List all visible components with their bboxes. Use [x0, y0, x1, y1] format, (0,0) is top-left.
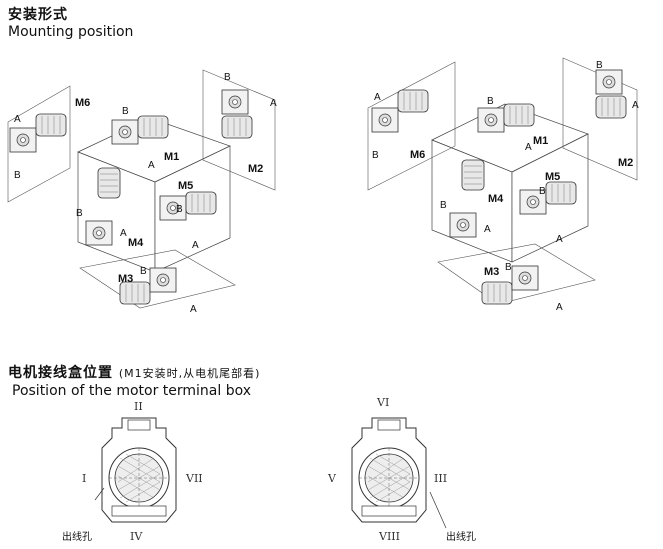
right-label-m2: M2 [618, 157, 633, 169]
terminal-right-top: VI [376, 396, 389, 409]
left-axis-b-m4: B [76, 208, 83, 219]
terminal-left-top: II [134, 400, 143, 413]
right-mounting-diagram: M6 M1 M2 M5 M4 M3 A B B A B A B A B A B … [367, 57, 639, 313]
left-label-m6: M6 [75, 97, 90, 109]
left-axis-a-m4: A [120, 228, 127, 239]
right-axis-b-m6: B [372, 150, 379, 161]
mounting-title-cn: 安装形式 [8, 7, 68, 23]
right-axis-a-m3: A [556, 302, 563, 313]
terminal-right-bottom: VIII [378, 530, 400, 543]
left-axis-b-m2: B [224, 72, 231, 83]
left-axis-a-m3: A [190, 304, 197, 315]
terminal-left-bottom: IV [130, 530, 143, 543]
terminal-right-right: III [434, 472, 447, 485]
left-label-m3: M3 [118, 273, 133, 285]
mounting-title-en: Mounting position [8, 24, 134, 40]
left-label-m4: M4 [128, 237, 144, 249]
right-axis-b-m1: B [487, 96, 494, 107]
right-label-m5: M5 [545, 171, 560, 183]
left-axis-a-m2: A [270, 98, 277, 109]
left-label-m1: M1 [164, 151, 179, 163]
right-axis-b-m5: B [539, 186, 546, 197]
left-axis-a-m5: A [192, 240, 199, 251]
terminal-left-hole-label: 出线孔 [62, 530, 92, 543]
left-axis-a-m1: A [148, 160, 155, 171]
terminal-title-en: Position of the motor terminal box [12, 383, 252, 399]
terminal-title-cn-main: 电机接线盒位置 [8, 365, 113, 381]
left-axis-b-m1: B [122, 106, 129, 117]
terminal-right-hole-label: 出线孔 [446, 530, 476, 543]
left-axis-b-m3: B [140, 266, 147, 277]
right-axis-a-m4: A [484, 224, 491, 235]
right-axis-a-m1: A [525, 142, 532, 153]
left-axis-b-m6: B [14, 170, 21, 181]
terminal-box-right: VI V III VIII 出线孔 [327, 396, 476, 543]
terminal-left-right: VII [185, 472, 203, 485]
terminal-right-left: V [327, 472, 337, 485]
left-mounting-diagram: M6 M1 M2 M5 M4 M3 A B B A B A B A B A B … [7, 69, 277, 315]
terminal-title-cn-note: (M1安装时,从电机尾部看) [118, 367, 261, 380]
right-axis-a-m5: A [556, 234, 563, 245]
terminal-left-left: I [82, 472, 86, 485]
left-axis-a-m6: A [14, 114, 21, 125]
right-axis-a-m6: A [374, 92, 381, 103]
right-label-m6: M6 [410, 149, 425, 161]
right-label-m4: M4 [488, 193, 504, 205]
right-axis-b-m4: B [440, 200, 447, 211]
right-axis-b-m3: B [505, 262, 512, 273]
right-label-m3: M3 [484, 266, 499, 278]
left-label-m2: M2 [248, 163, 263, 175]
terminal-title-cn: 电机接线盒位置 (M1安装时,从电机尾部看) [8, 362, 260, 382]
right-axis-b-m2: B [596, 60, 603, 71]
right-axis-a-m2: A [632, 100, 639, 111]
left-axis-b-m5: B [176, 204, 183, 215]
terminal-box-left: II I VII IV 出线孔 [62, 400, 203, 543]
right-label-m1: M1 [533, 135, 548, 147]
left-label-m5: M5 [178, 180, 193, 192]
